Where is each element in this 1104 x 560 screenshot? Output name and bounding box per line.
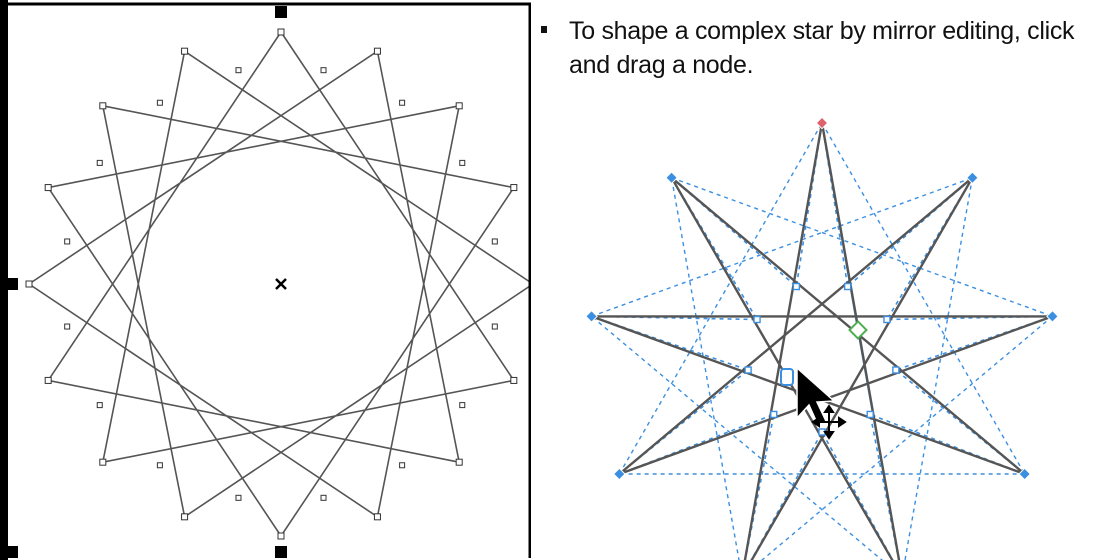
star-node[interactable]: [815, 116, 829, 130]
star-node[interactable]: [277, 28, 285, 36]
selection-handle[interactable]: [6, 278, 18, 290]
star-node[interactable]: [459, 402, 466, 409]
star-node[interactable]: [235, 67, 242, 74]
guide-line: [761, 315, 1053, 560]
inner-node[interactable]: [744, 366, 752, 374]
inner-node[interactable]: [792, 282, 801, 291]
selection-border: [8, 2, 531, 558]
complex-star-shape[interactable]: [25, 28, 531, 540]
star-node[interactable]: [156, 462, 163, 469]
selected-node[interactable]: [780, 368, 794, 386]
star-node[interactable]: [25, 280, 33, 288]
star-node[interactable]: [1018, 467, 1032, 481]
star-node[interactable]: [665, 171, 678, 185]
star-node[interactable]: [96, 159, 103, 166]
star-node[interactable]: [64, 238, 71, 245]
guide-line: [821, 122, 1026, 475]
left-edge-bar: [0, 0, 8, 560]
guide-line: [670, 177, 740, 560]
star-node[interactable]: [181, 47, 189, 55]
star-node[interactable]: [64, 323, 71, 330]
mirror-edit-illustration: [585, 116, 1059, 560]
star-node[interactable]: [99, 458, 107, 466]
star-node[interactable]: [455, 458, 463, 466]
star-node[interactable]: [585, 310, 598, 323]
left-panel: [0, 0, 531, 560]
dragged-node[interactable]: [848, 320, 868, 340]
star-shape[interactable]: [591, 122, 1053, 560]
instruction-item: To shape a complex star by mirror editin…: [541, 14, 1101, 82]
star-node[interactable]: [320, 67, 327, 74]
star-node[interactable]: [373, 47, 381, 55]
guide-line: [750, 431, 823, 560]
selection-handles: [0, 0, 531, 560]
move-cursor-icon: [811, 404, 847, 440]
complex-star-canvas: [0, 0, 531, 560]
star-outline: [591, 122, 1053, 560]
star-node[interactable]: [320, 494, 327, 501]
selection-handle[interactable]: [275, 6, 287, 18]
star-node[interactable]: [99, 102, 107, 110]
star-node[interactable]: [510, 184, 518, 192]
star-node[interactable]: [235, 494, 242, 501]
guide-line: [591, 177, 973, 318]
selection-handle[interactable]: [6, 546, 18, 558]
inner-node[interactable]: [843, 282, 852, 291]
bullet-icon: [541, 26, 547, 33]
star-node[interactable]: [399, 99, 406, 106]
inner-node[interactable]: [892, 366, 900, 374]
star-node[interactable]: [966, 171, 979, 185]
inner-node[interactable]: [753, 315, 761, 324]
inner-node[interactable]: [770, 410, 778, 419]
star-node[interactable]: [459, 159, 466, 166]
instruction-text: To shape a complex star by mirror editin…: [569, 17, 1075, 79]
inner-node[interactable]: [883, 315, 891, 324]
star-node[interactable]: [181, 513, 189, 521]
guide-line: [821, 431, 894, 560]
star-node[interactable]: [373, 513, 381, 521]
star-node[interactable]: [612, 467, 626, 481]
guide-line: [904, 177, 974, 560]
selection-handle[interactable]: [275, 546, 287, 558]
star-node[interactable]: [491, 238, 498, 245]
inner-node[interactable]: [866, 410, 874, 419]
star-node[interactable]: [455, 102, 463, 110]
star-nodes[interactable]: [585, 116, 1059, 560]
star-node[interactable]: [491, 323, 498, 330]
right-panel: To shape a complex star by mirror editin…: [531, 0, 1104, 560]
star-node[interactable]: [399, 462, 406, 469]
star-node[interactable]: [510, 376, 518, 384]
center-x-icon: [275, 278, 287, 290]
star-node[interactable]: [44, 376, 52, 384]
star-node[interactable]: [156, 99, 163, 106]
star-node[interactable]: [96, 402, 103, 409]
star-node[interactable]: [277, 532, 285, 540]
star-node[interactable]: [44, 184, 52, 192]
guide-line: [591, 315, 883, 560]
guide-line: [618, 122, 823, 475]
star-node[interactable]: [1046, 310, 1059, 323]
guide-line: [671, 177, 1053, 318]
